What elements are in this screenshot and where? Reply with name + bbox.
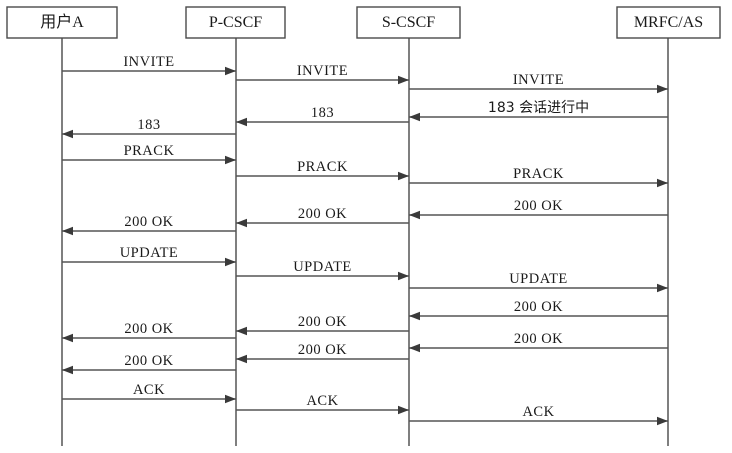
message-m18[interactable]: 200 OK xyxy=(62,321,236,343)
message-label: 200 OK xyxy=(298,342,347,358)
message-m08[interactable]: PRACK xyxy=(236,159,409,181)
message-arrow-head xyxy=(62,365,73,375)
message-m06[interactable]: 183 xyxy=(62,117,236,139)
message-label: 200 OK xyxy=(124,321,173,337)
message-m05[interactable]: 183 xyxy=(236,105,409,127)
message-label: UPDATE xyxy=(293,259,352,275)
message-arrow-head xyxy=(236,117,247,127)
message-label: ACK xyxy=(133,382,165,398)
participant-label: S-CSCF xyxy=(382,14,435,31)
message-m21[interactable]: 200 OK xyxy=(62,353,236,375)
message-label: PRACK xyxy=(124,143,175,159)
participant-label: MRFC/AS xyxy=(634,14,703,31)
message-arrow-head xyxy=(62,333,73,343)
message-arrow-head xyxy=(236,354,247,364)
message-label: 200 OK xyxy=(124,353,173,369)
message-label: ACK xyxy=(522,404,554,420)
message-m11[interactable]: 200 OK xyxy=(236,206,409,228)
participant-label: 用户A xyxy=(40,13,84,31)
message-m07[interactable]: PRACK xyxy=(62,143,236,165)
message-label: UPDATE xyxy=(509,271,568,287)
participant-box-pcscf[interactable]: P-CSCF xyxy=(185,6,286,39)
message-m10[interactable]: 200 OK xyxy=(409,198,668,220)
message-m20[interactable]: 200 OK xyxy=(236,342,409,364)
message-m14[interactable]: UPDATE xyxy=(236,259,409,281)
message-arrow-head xyxy=(657,178,668,188)
message-arrow-head xyxy=(398,271,409,281)
message-label: UPDATE xyxy=(120,245,179,261)
message-m01[interactable]: INVITE xyxy=(62,54,236,76)
participant-box-frame xyxy=(185,6,286,39)
message-arrow-head xyxy=(236,218,247,228)
message-m09[interactable]: PRACK xyxy=(409,166,668,188)
message-m12[interactable]: 200 OK xyxy=(62,214,236,236)
message-arrow-head xyxy=(657,416,668,426)
message-m17[interactable]: 200 OK xyxy=(236,314,409,336)
message-label: 200 OK xyxy=(298,314,347,330)
message-m19[interactable]: 200 OK xyxy=(409,331,668,353)
message-arrow-head xyxy=(409,343,420,353)
participant-label: P-CSCF xyxy=(209,14,262,31)
message-label: PRACK xyxy=(513,166,564,182)
message-label: 183 xyxy=(311,105,334,121)
message-arrow-head xyxy=(225,155,236,165)
message-label: PRACK xyxy=(297,159,348,175)
message-label: ACK xyxy=(306,393,338,409)
message-arrow-head xyxy=(398,75,409,85)
participant-box-frame xyxy=(6,6,118,39)
message-label: 200 OK xyxy=(124,214,173,230)
message-m03[interactable]: INVITE xyxy=(409,72,668,94)
message-arrow-head xyxy=(657,84,668,94)
message-m15[interactable]: UPDATE xyxy=(409,271,668,293)
message-label: INVITE xyxy=(123,54,174,70)
message-m24[interactable]: ACK xyxy=(409,404,668,426)
message-m16[interactable]: 200 OK xyxy=(409,299,668,321)
message-label: 183 xyxy=(137,117,160,133)
message-label: INVITE xyxy=(513,72,564,88)
message-m22[interactable]: ACK xyxy=(62,382,236,404)
message-arrow-head xyxy=(62,226,73,236)
message-m23[interactable]: ACK xyxy=(236,393,409,415)
message-arrow-head xyxy=(236,326,247,336)
message-arrow-head xyxy=(225,66,236,76)
message-label: 200 OK xyxy=(514,299,563,315)
message-arrow-head xyxy=(398,405,409,415)
message-m13[interactable]: UPDATE xyxy=(62,245,236,267)
message-m04[interactable]: 183 会话进行中 xyxy=(409,100,668,122)
message-arrow-head xyxy=(409,112,420,122)
message-arrow-head xyxy=(409,311,420,321)
message-label: 200 OK xyxy=(298,206,347,222)
participant-box-scscf[interactable]: S-CSCF xyxy=(356,6,461,39)
message-arrow-head xyxy=(225,394,236,404)
participant-box-frame xyxy=(356,6,461,39)
participant-box-frame xyxy=(616,6,721,39)
message-arrow-head xyxy=(409,210,420,220)
participant-boxes-layer: 用户A P-CSCF S-CSCF MRFC/AS xyxy=(6,6,721,39)
message-arrow-head xyxy=(225,257,236,267)
message-label: 200 OK xyxy=(514,331,563,347)
message-label: 200 OK xyxy=(514,198,563,214)
lifelines-layer xyxy=(61,38,669,446)
message-arrow-head xyxy=(62,129,73,139)
message-label: INVITE xyxy=(297,63,348,79)
message-arrow-head xyxy=(398,171,409,181)
participant-box-mrfc[interactable]: MRFC/AS xyxy=(616,6,721,39)
message-arrow-head xyxy=(657,283,668,293)
message-m02[interactable]: INVITE xyxy=(236,63,409,85)
participant-box-ua[interactable]: 用户A xyxy=(6,6,118,39)
message-label: 183 会话进行中 xyxy=(488,100,589,116)
